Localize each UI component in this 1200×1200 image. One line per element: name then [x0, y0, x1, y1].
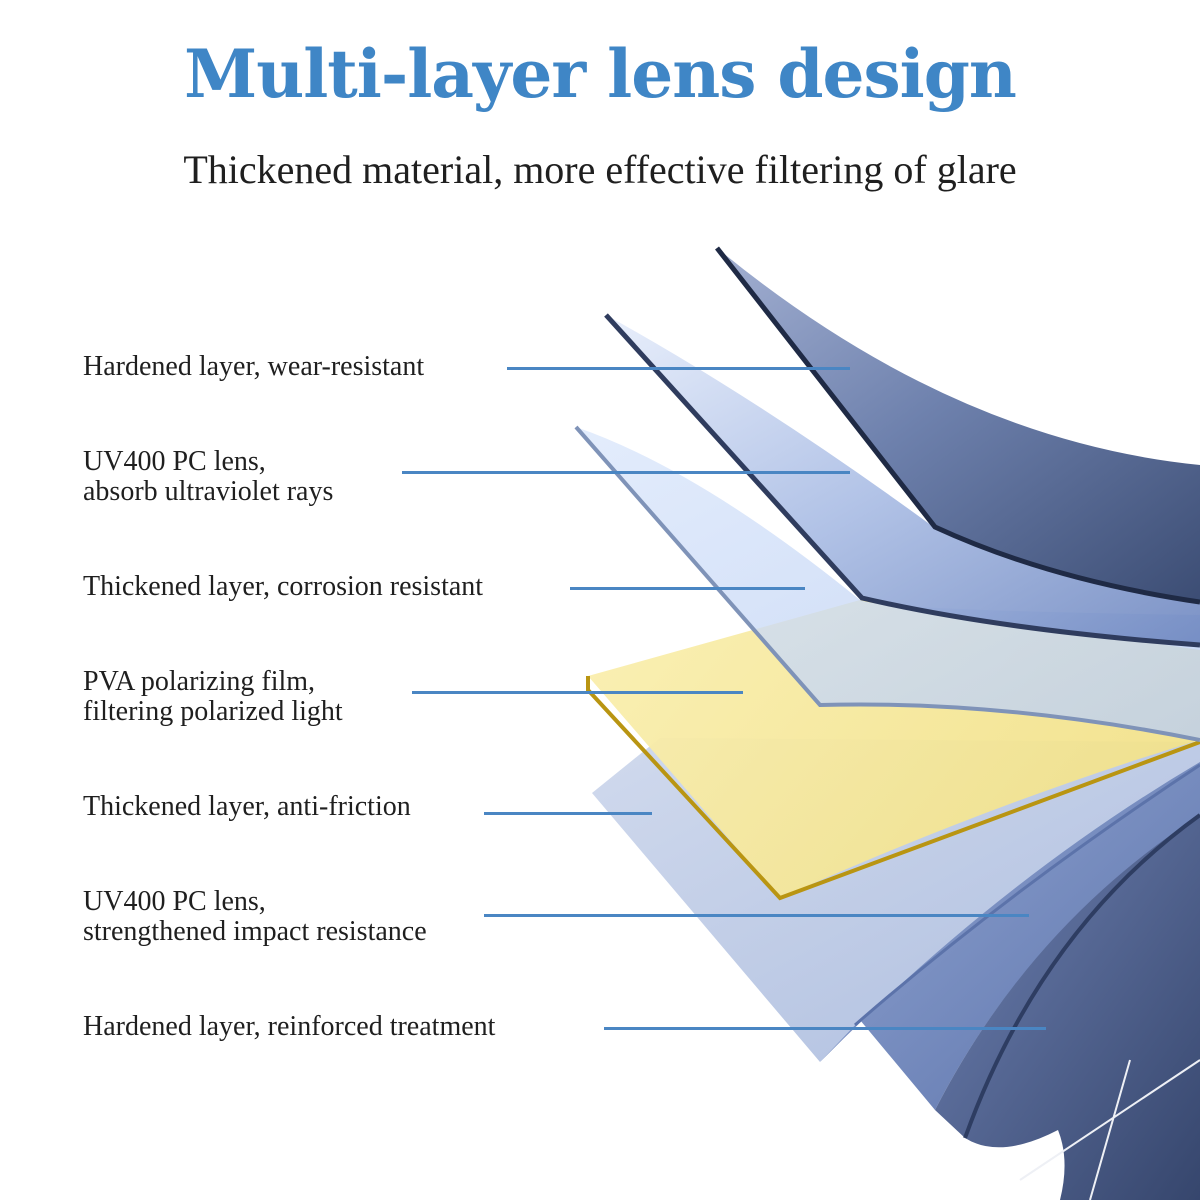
- leader-line-1: [507, 367, 850, 370]
- label-pva-polarizing-film: PVA polarizing film, filtering polarized…: [83, 666, 343, 727]
- light-blue-layer: [576, 427, 1200, 740]
- blue-layer-edge: [604, 313, 1200, 648]
- label-thickened-corrosion-resistant: Thickened layer, corrosion resistant: [83, 571, 484, 602]
- page-title: Multi-layer lens design: [184, 35, 1017, 113]
- leader-line-2: [402, 471, 850, 474]
- bottom-dark-layer-edge: [963, 813, 1200, 1139]
- dark-top-layer-edge: [715, 246, 1200, 605]
- light-blue-layer-edge: [574, 425, 1200, 742]
- label-thickened-anti-friction: Thickened layer, anti-friction: [83, 791, 411, 822]
- label-hardened-reinforced-treatment: Hardened layer, reinforced treatment: [83, 1011, 496, 1042]
- label-hardened-wear-resistant: Hardened layer, wear-resistant: [83, 351, 425, 382]
- leader-line-3: [570, 587, 805, 590]
- bottom-blue-layer-edge: [854, 763, 1200, 1027]
- leader-line-7: [604, 1027, 1046, 1030]
- leader-line-4: [412, 691, 743, 694]
- polarizing-film-edge: [586, 676, 1200, 901]
- background-grid-line: [1019, 1059, 1200, 1200]
- bottom-blue-layer: [820, 762, 1200, 1110]
- page-subtitle: Thickened material, more effective filte…: [183, 147, 1017, 192]
- label-uv400-impact-resistance: UV400 PC lens, strengthened impact resis…: [83, 886, 427, 947]
- label-uv400-absorb-uv: UV400 PC lens, absorb ultraviolet rays: [83, 446, 334, 507]
- dark-top-layer: [717, 248, 1200, 602]
- leader-line-6: [484, 914, 1029, 917]
- leader-line-5: [484, 812, 652, 815]
